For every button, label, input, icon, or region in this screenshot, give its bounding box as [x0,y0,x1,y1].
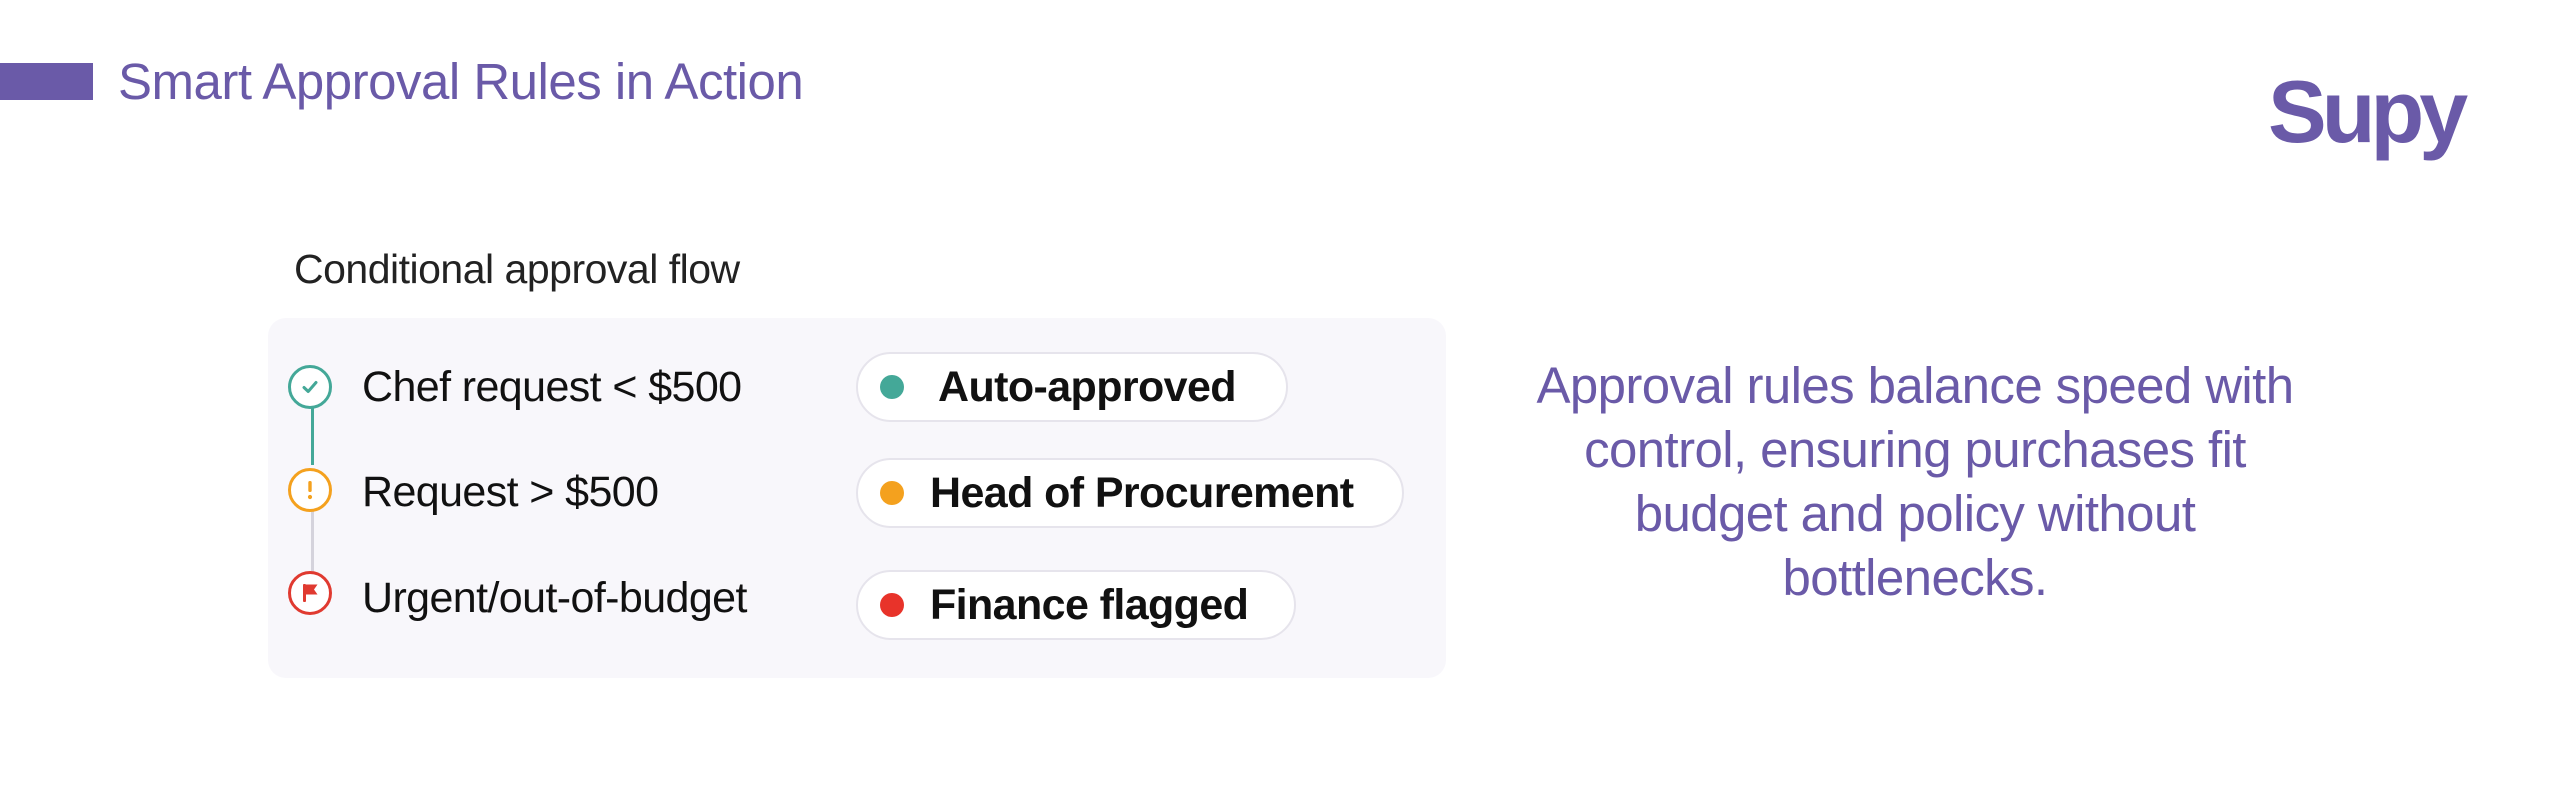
result-pill-head-of-procurement: Head of Procurement [856,458,1404,528]
timeline-connector [311,491,314,572]
alert-icon [288,468,332,512]
rule-condition: Urgent/out-of-budget [362,574,747,622]
rule-condition: Chef request < $500 [362,363,742,411]
title-accent-bar [0,63,93,100]
result-label: Finance flagged [930,580,1249,629]
summary-text: Approval rules balance speed with contro… [1536,357,2294,606]
status-dot [880,593,904,617]
status-dot [880,481,904,505]
section-label: Conditional approval flow [294,246,740,292]
page-title: Smart Approval Rules in Action [118,53,804,110]
result-pill-auto-approved: Auto-approved [856,352,1288,422]
result-label: Head of Procurement [930,468,1354,517]
flow-timeline [268,318,338,678]
approval-flow-panel: Chef request < $500 Request > $500 Urgen… [268,318,1446,678]
flag-icon [288,571,332,615]
check-icon [288,365,332,409]
result-pill-finance-flagged: Finance flagged [856,570,1296,640]
supy-logo: Supy [2268,70,2473,161]
rule-condition: Request > $500 [362,468,659,516]
result-label: Auto-approved [938,362,1237,411]
timeline-connector [311,387,314,465]
logo-wordmark: Supy [2268,70,2468,161]
status-dot [880,375,904,399]
